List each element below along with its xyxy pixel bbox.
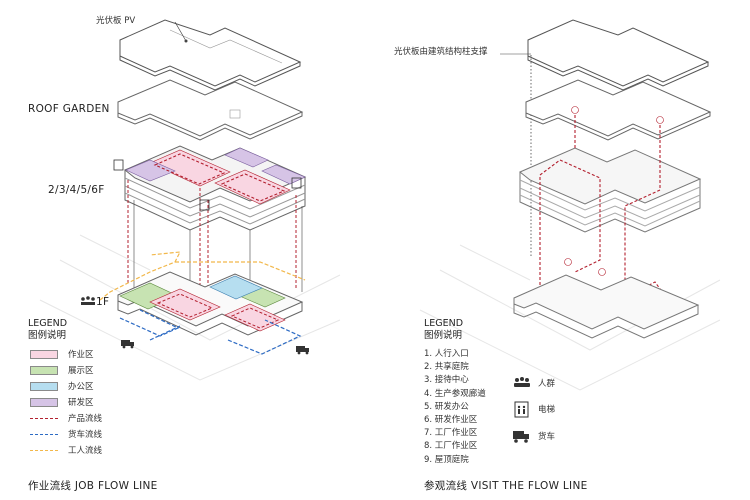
visit-item: 4. 生产参观廊道 xyxy=(424,388,486,399)
right-roof-garden-slab xyxy=(525,79,712,141)
left-legend-title: LEGEND xyxy=(28,318,68,329)
legend-swatch-rd xyxy=(30,397,58,407)
legend-swatch-exhibition xyxy=(30,365,58,375)
legend-truck-label: 货车 xyxy=(538,432,556,442)
legend-item-office: 办公区 xyxy=(30,380,94,392)
left-truck-icons xyxy=(121,340,309,355)
legend-elevator-label: 电梯 xyxy=(538,405,556,415)
visit-item: 1. 人行入口 xyxy=(424,349,469,359)
visit-item: 8. 工厂作业区 xyxy=(424,441,478,452)
legend-truck-icon xyxy=(513,431,529,443)
left-roof-garden-slab xyxy=(117,79,304,141)
left-pv-roof xyxy=(119,19,302,91)
left-crowd-icon xyxy=(81,296,95,305)
ground-floor-label: 1F xyxy=(96,296,110,308)
left-upper-floors xyxy=(124,145,307,231)
right-pv-roof xyxy=(527,19,710,91)
right-legend-title: LEGEND xyxy=(424,318,464,329)
legend-item-worker-flow: 工人流线 xyxy=(30,444,102,456)
legend-item-rd: 研发区 xyxy=(30,396,94,408)
legend-item-truck-flow: 货车流线 xyxy=(30,428,102,440)
legend-crowd-label: 人群 xyxy=(538,379,556,389)
left-ground-floor xyxy=(117,271,304,336)
legend-swatch-work xyxy=(30,349,58,359)
right-ground-floor xyxy=(513,274,700,339)
left-legend-subtitle: 图例说明 xyxy=(28,330,67,341)
left-elevator-icons xyxy=(113,159,302,211)
legend-swatch-office xyxy=(30,381,58,391)
left-truck-flow xyxy=(119,309,302,355)
visit-item: 5. 研发办公 xyxy=(424,401,469,412)
site-ground-lines xyxy=(39,234,721,391)
right-legend-subtitle: 图例说明 xyxy=(424,330,463,341)
legend-item-work: 作业区 xyxy=(30,348,94,360)
visit-point-list: 1. 人行入口 2. 共享庭院 3. 接待中心 4. 生产参观廊道 5. 研发办… xyxy=(424,348,486,467)
visit-item: 2. 共享庭院 xyxy=(424,362,469,373)
legend-elevator-icon xyxy=(514,401,529,418)
legend-item-product-flow: 产品流线 xyxy=(30,412,102,424)
floors-label: 2/3/4/5/6F xyxy=(48,184,105,196)
legend-line-worker xyxy=(30,449,58,451)
visit-item: 3. 接待中心 xyxy=(424,375,469,386)
legend-crowd-icon xyxy=(514,377,530,387)
right-upper-floors xyxy=(519,147,702,233)
legend-line-truck xyxy=(30,433,58,435)
pv-label: 光伏板 PV xyxy=(96,16,136,26)
legend-item-exhibition: 展示区 xyxy=(30,364,94,376)
visit-item: 7. 工厂作业区 xyxy=(424,428,478,439)
pv-column-label: 光伏板由建筑结构柱支撑 xyxy=(394,47,488,57)
visit-item: 9. 屋顶庭院 xyxy=(424,454,469,465)
legend-line-product xyxy=(30,417,58,419)
visit-item: 6. 研发作业区 xyxy=(424,414,478,425)
roof-garden-label: ROOF GARDEN xyxy=(28,103,110,115)
left-caption: 作业流线 JOB FLOW LINE xyxy=(28,480,158,492)
right-caption: 参观流线 VISIT THE FLOW LINE xyxy=(424,480,588,492)
